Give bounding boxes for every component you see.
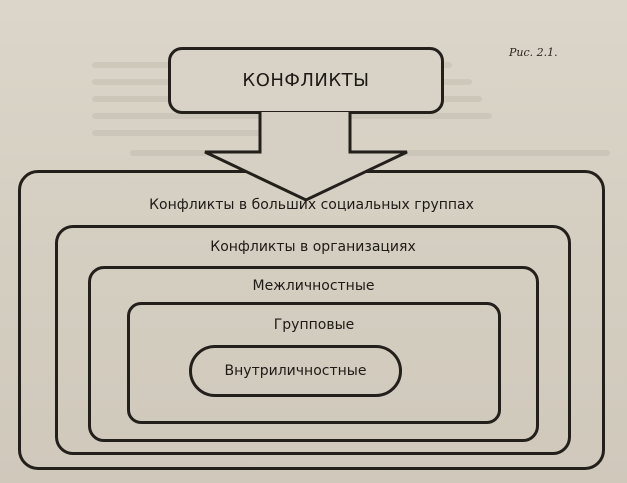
bleed-through-line — [92, 130, 332, 136]
top-box-conflicts: КОНФЛИКТЫ — [168, 47, 444, 114]
level-box-intrapersonal: Внутриличностные — [189, 345, 402, 397]
level-label: Конфликты в организациях — [210, 239, 416, 255]
top-box-label: КОНФЛИКТЫ — [242, 70, 370, 91]
figure-label: Рис. 2.1. — [509, 46, 558, 59]
level-label: Внутриличностные — [224, 363, 367, 379]
level-label: Групповые — [273, 317, 355, 333]
level-label: Конфликты в больших социальных группах — [149, 197, 474, 213]
level-box-group: Групповые — [127, 302, 501, 424]
level-label: Межличностные — [252, 278, 375, 294]
level-box-organizations: Конфликты в организациях — [55, 225, 571, 455]
level-box-interpersonal: Межличностные — [88, 266, 539, 442]
